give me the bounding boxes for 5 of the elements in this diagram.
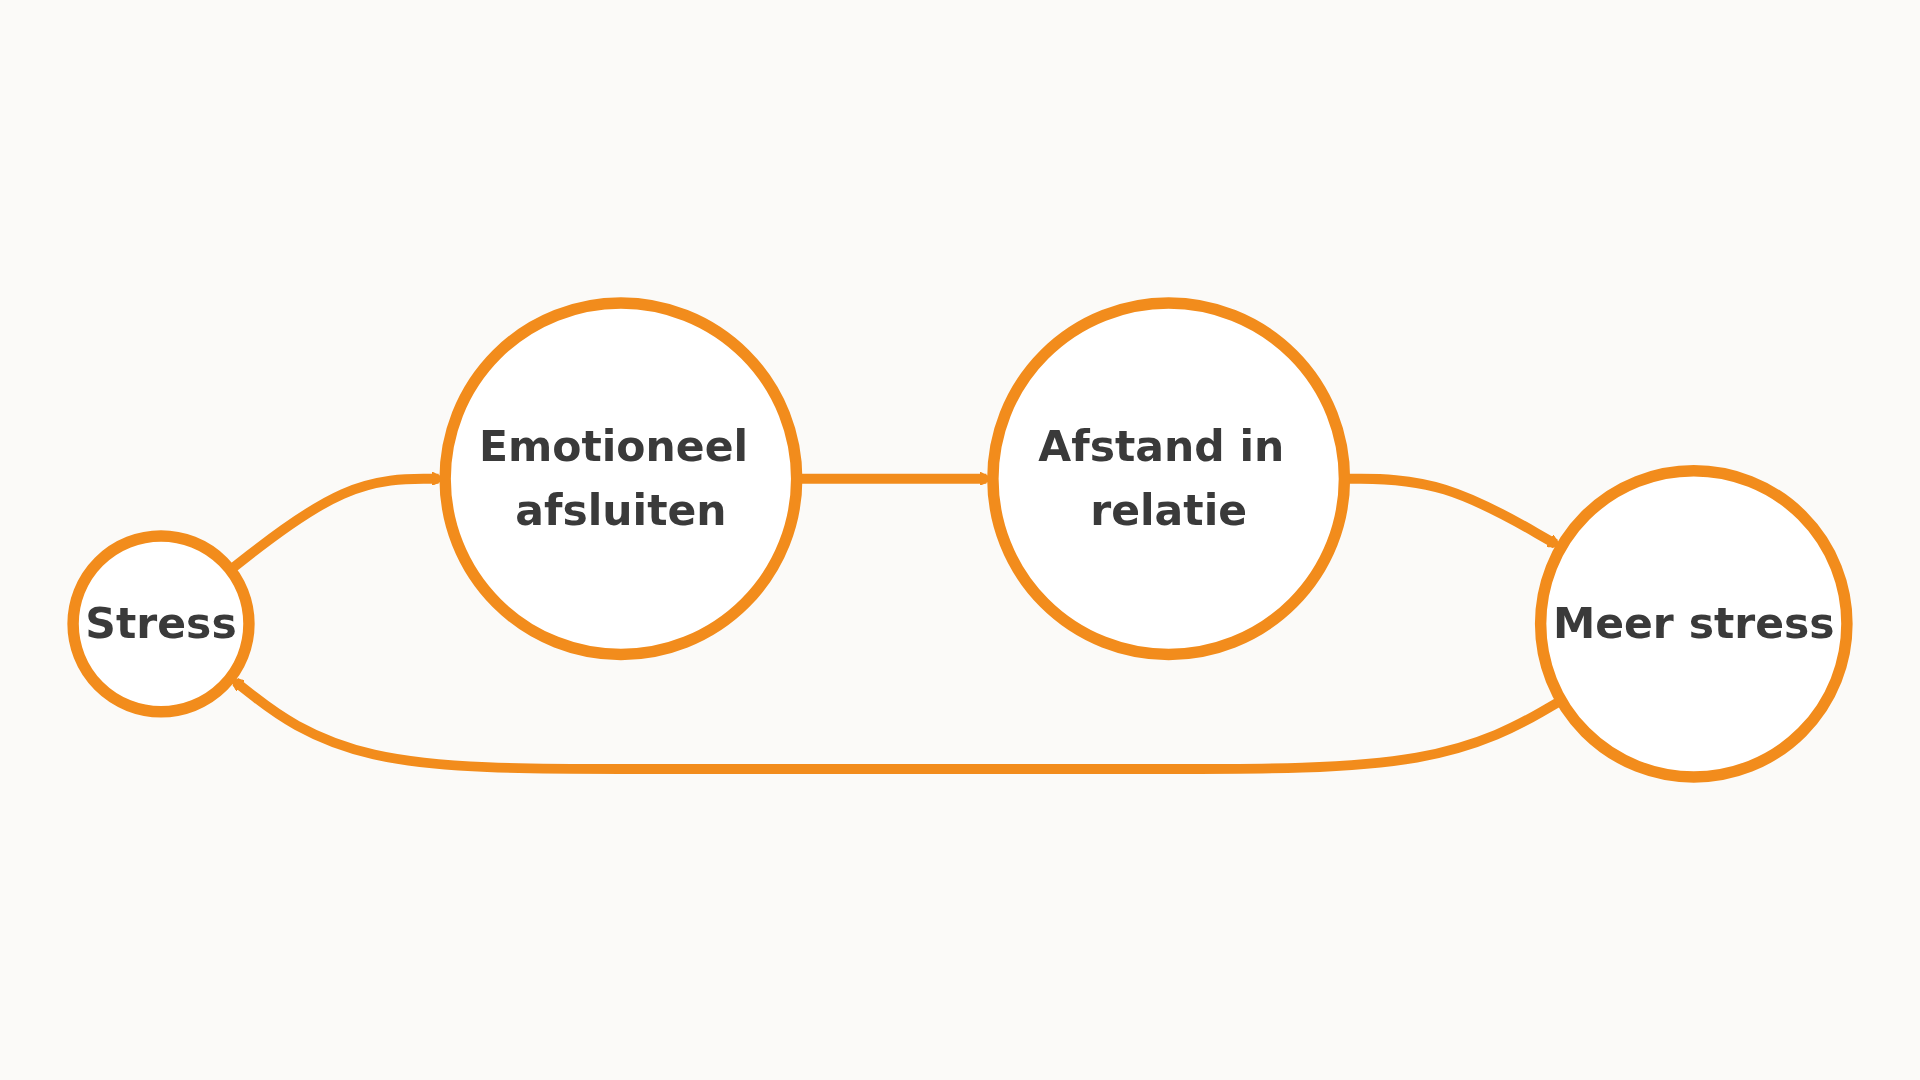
cycle-diagram: Stress Emotioneel afsluiten Afstand in relatie Meer stress: [60, 40, 1860, 1040]
node-circle: [1534, 465, 1853, 783]
node-circle: [987, 297, 1351, 661]
node-circle: [439, 297, 803, 661]
node-circle: [67, 530, 255, 718]
